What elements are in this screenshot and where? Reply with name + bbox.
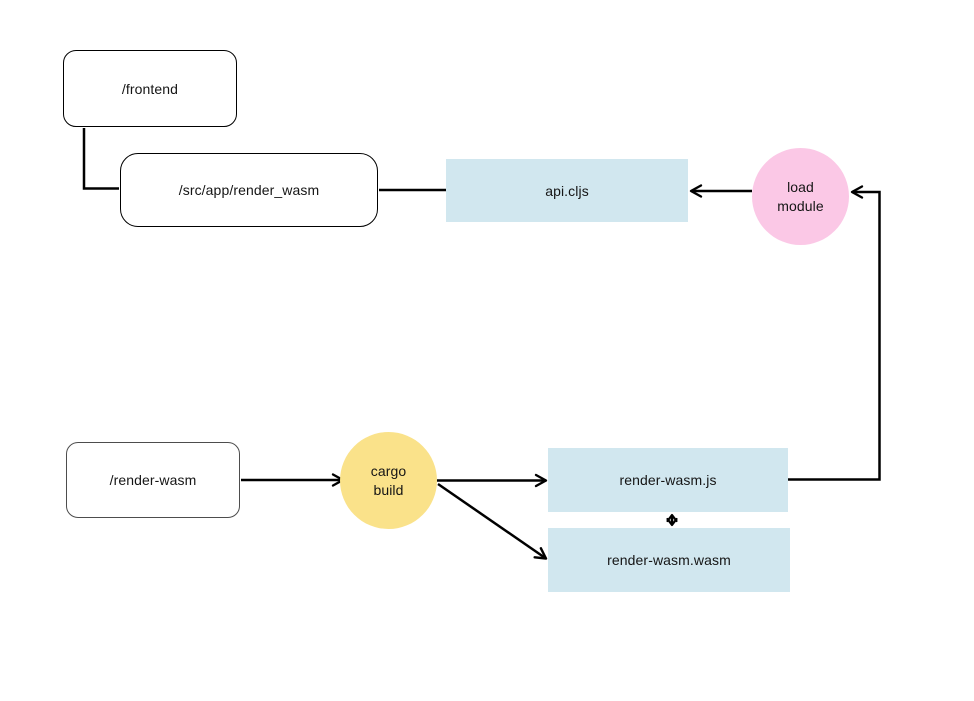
- node-load-module-label-line2: module: [777, 197, 824, 214]
- edge-render-wasm-js-to-load-module: [788, 185, 881, 481]
- node-load-module-step: load module: [752, 148, 849, 245]
- node-cargo-build-step: cargo build: [340, 432, 437, 529]
- node-render-wasm-js-file: render-wasm.js: [548, 448, 788, 512]
- node-render-wasm-wasm-file: render-wasm.wasm: [548, 528, 790, 592]
- edge-frontend-to-src: [82, 128, 119, 190]
- node-render-wasm-dir: /render-wasm: [66, 442, 240, 518]
- node-src-app-render-wasm-dir: /src/app/render_wasm: [120, 153, 378, 227]
- node-load-module-label-line1: load: [787, 179, 814, 196]
- node-frontend-dir: /frontend: [63, 50, 237, 127]
- node-frontend-label: /frontend: [121, 80, 179, 97]
- node-src-app-render-wasm-label: /src/app/render_wasm: [178, 182, 320, 198]
- node-api-cljs-file: api.cljs: [446, 159, 688, 222]
- node-cargo-build-label-line1: cargo: [370, 463, 407, 480]
- node-api-cljs-label: api.cljs: [545, 182, 589, 199]
- node-render-wasm-dir-label: /render-wasm: [109, 472, 197, 488]
- node-render-wasm-wasm-label: render-wasm.wasm: [607, 552, 731, 568]
- edge-cargo-build-to-render-wasm-wasm: [437, 482, 548, 560]
- node-render-wasm-js-label: render-wasm.js: [619, 472, 717, 488]
- node-cargo-build-label-line2: build: [373, 481, 404, 498]
